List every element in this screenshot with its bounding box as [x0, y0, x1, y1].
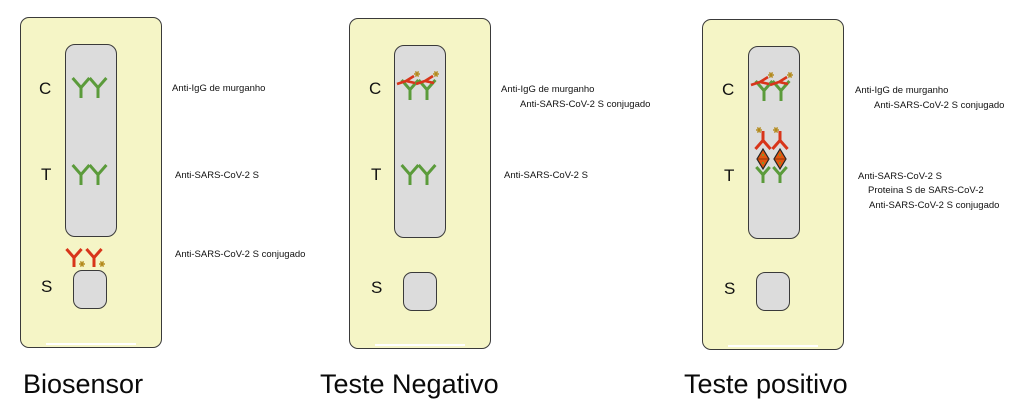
- negative-label-t: Anti-SARS-CoV-2 S: [504, 170, 588, 181]
- biosensor-sample-pad: [73, 270, 107, 309]
- biosensor-membrane: [65, 44, 117, 237]
- positive-label-c-1: Anti-IgG de murganho: [855, 85, 949, 96]
- biosensor-title: Biosensor: [23, 369, 144, 399]
- biosensor-zone-s: S: [41, 277, 53, 296]
- positive-label-c-2: Anti-SARS-CoV-2 S conjugado: [874, 100, 1005, 111]
- positive-zone-t: T: [724, 166, 735, 185]
- biosensor-zone-c: C: [39, 79, 52, 98]
- positive-label-t-2: Proteina S de SARS-CoV-2: [868, 185, 984, 196]
- biosensor-label-t: Anti-SARS-CoV-2 S: [175, 170, 259, 181]
- negative-zone-c: C: [369, 79, 382, 98]
- positive-zone-s: S: [724, 279, 736, 298]
- biosensor-label-s: Anti-SARS-CoV-2 S conjugado: [175, 249, 306, 260]
- card-highlight: [375, 344, 465, 346]
- positive-membrane: [748, 46, 800, 239]
- negative-zone-s: S: [371, 278, 383, 297]
- positive-title: Teste positivo: [684, 369, 848, 399]
- positive-label-t-3: Anti-SARS-CoV-2 S conjugado: [869, 200, 1000, 211]
- negative-label-c-1: Anti-IgG de murganho: [501, 84, 595, 95]
- biosensor-label-c: Anti-IgG de murganho: [172, 83, 266, 94]
- card-highlight: [46, 343, 136, 345]
- negative-title: Teste Negativo: [320, 369, 499, 399]
- negative-zone-t: T: [371, 165, 382, 184]
- positive-label-t-1: Anti-SARS-CoV-2 S: [858, 171, 942, 182]
- positive-zone-c: C: [722, 80, 735, 99]
- positive-sample-pad: [756, 272, 790, 311]
- negative-label-c-2: Anti-SARS-CoV-2 S conjugado: [520, 99, 651, 110]
- biosensor-zone-t: T: [41, 165, 52, 184]
- negative-membrane: [394, 45, 446, 238]
- card-highlight: [728, 345, 818, 347]
- negative-sample-pad: [403, 272, 437, 311]
